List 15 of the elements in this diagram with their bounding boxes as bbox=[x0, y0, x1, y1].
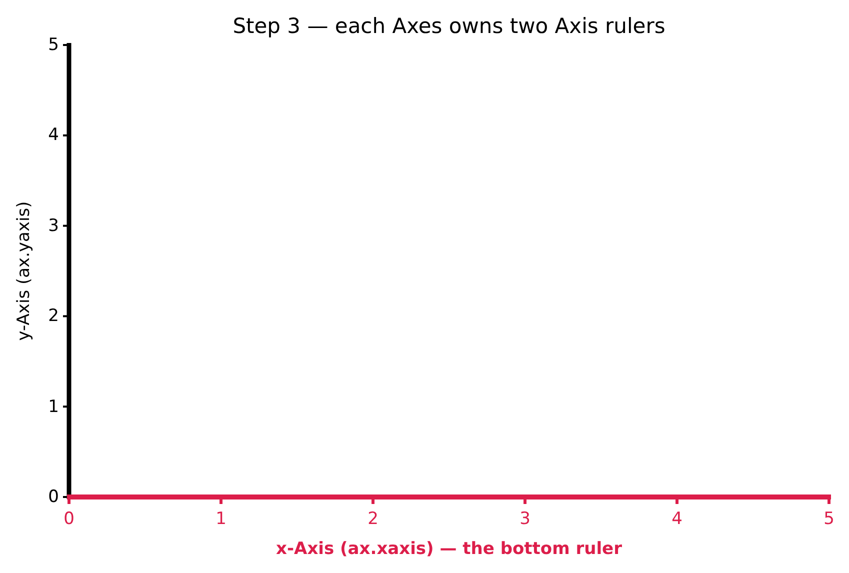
axis-label: x-Axis (ax.xaxis) — the bottom ruler bbox=[276, 539, 622, 559]
tick-label: 1 bbox=[216, 509, 226, 529]
axis-label: y-Axis (ax.yaxis) bbox=[14, 201, 34, 341]
tick-label: 3 bbox=[520, 509, 530, 529]
tick-label: 5 bbox=[824, 509, 834, 529]
tick-label: 5 bbox=[48, 35, 59, 55]
tick-label: 1 bbox=[48, 396, 59, 417]
tick-label: 4 bbox=[672, 509, 682, 529]
tick-label: 2 bbox=[48, 306, 59, 326]
tick-label: 3 bbox=[48, 216, 59, 236]
chart-title: Step 3 — each Axes owns two Axis rulers bbox=[232, 14, 666, 38]
tick-label: 2 bbox=[368, 509, 378, 529]
tick-label: 0 bbox=[48, 487, 59, 507]
tick-label: 4 bbox=[48, 125, 59, 146]
tick-label: 0 bbox=[64, 509, 74, 529]
